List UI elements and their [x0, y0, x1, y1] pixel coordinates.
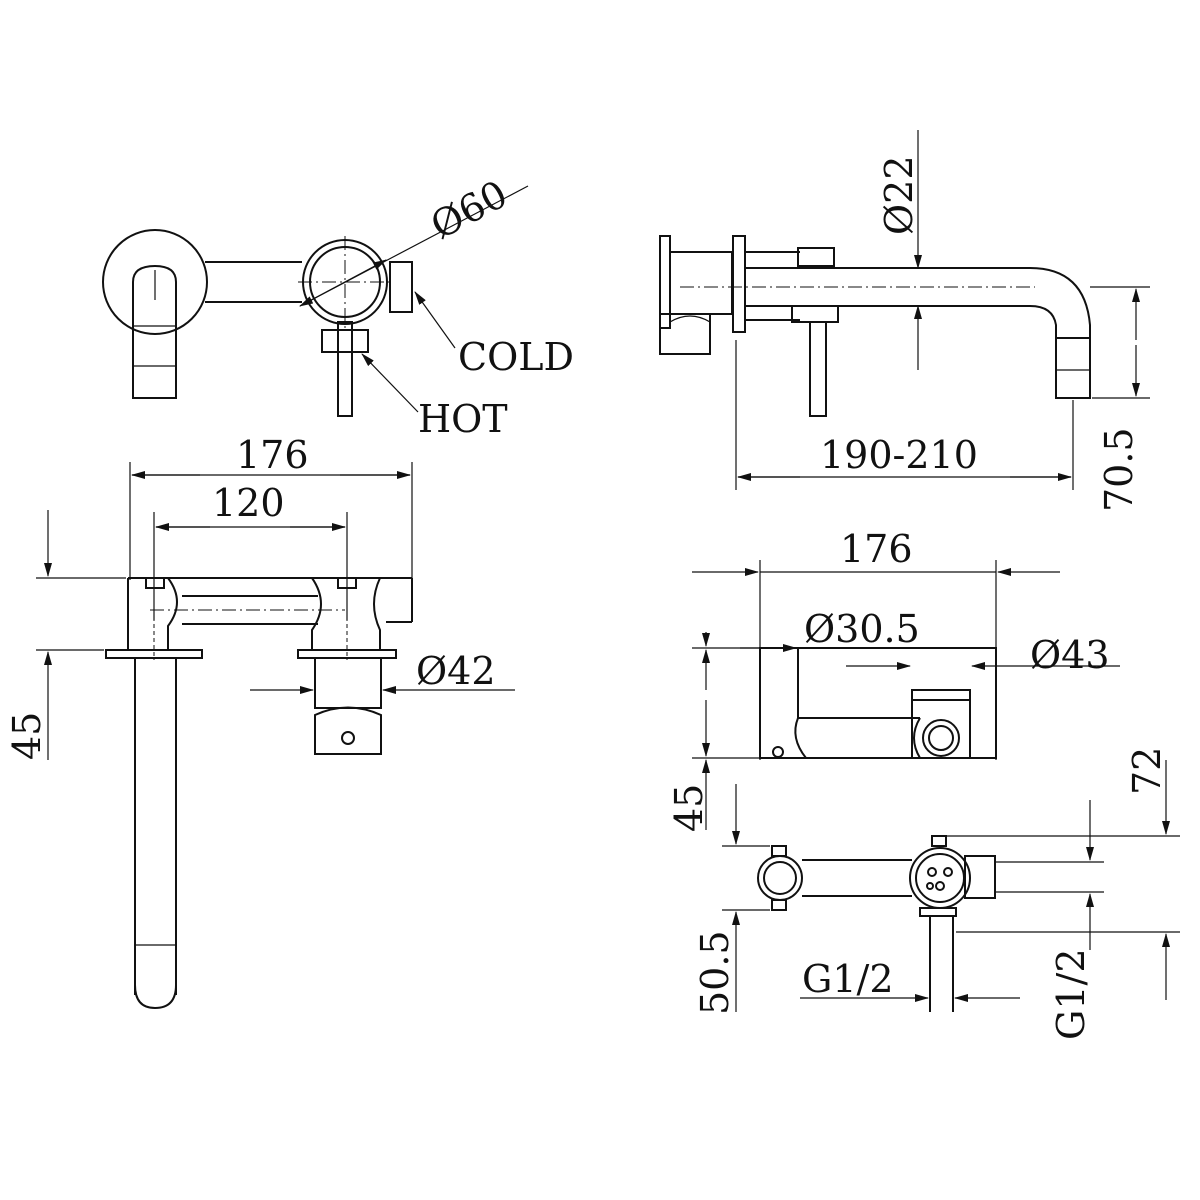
valve-72-label: 72	[1125, 747, 1169, 795]
diam-43-label: Ø43	[1030, 633, 1110, 677]
diam-60-label: Ø60	[424, 172, 515, 248]
diam-42-label: Ø42	[416, 649, 496, 693]
cold-label: COLD	[458, 335, 574, 379]
plan-176-label: 176	[236, 433, 309, 477]
plan-120-label: 120	[212, 481, 285, 525]
plan-view: 176 120	[5, 433, 515, 1010]
valve-176-label: 176	[840, 527, 913, 571]
diam-22-label: Ø22	[877, 155, 921, 235]
diam-30-5-label: Ø30.5	[804, 607, 920, 651]
valve-front-view: G1/2 50.5 72 G1/2	[693, 747, 1180, 1040]
valve-45-label: 45	[667, 784, 711, 832]
dim-190-210-label: 190-210	[820, 433, 978, 477]
front-view: Ø60 COLD HOT	[102, 172, 574, 441]
thread-g12-horizontal-label: G1/2	[802, 957, 894, 1001]
plan-45-label: 45	[5, 712, 49, 760]
thread-g12-vertical-label: G1/2	[1049, 948, 1093, 1040]
valve-50-5-label: 50.5	[693, 930, 737, 1015]
hot-label: HOT	[418, 397, 508, 441]
side-view: Ø22 190-210 70.5	[659, 130, 1150, 512]
dim-70-5-label: 70.5	[1097, 427, 1141, 512]
valve-top-view: 176 Ø30.5 Ø43 45	[667, 527, 1120, 832]
